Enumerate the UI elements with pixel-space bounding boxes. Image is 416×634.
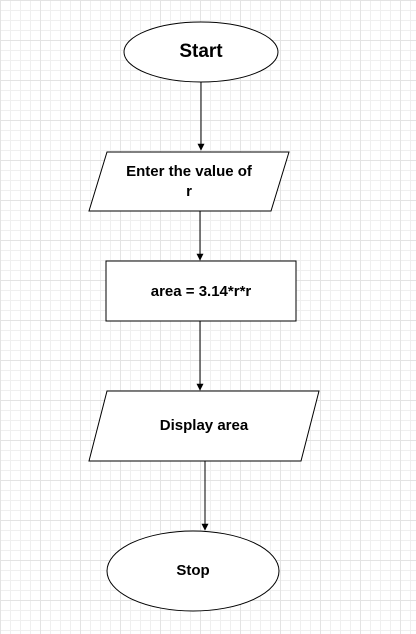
- input-label: Enter the value of r: [126, 163, 252, 200]
- process-box[interactable]: [105, 260, 297, 322]
- output-label: Display area: [159, 417, 249, 434]
- process-label: area = 3.14*r*r: [150, 283, 252, 300]
- stop-terminator[interactable]: [106, 530, 280, 612]
- output-parallelogram[interactable]: [88, 390, 320, 462]
- input-parallelogram[interactable]: [88, 151, 290, 212]
- stop-label: Stop: [176, 562, 210, 579]
- start-label: Start: [179, 41, 223, 62]
